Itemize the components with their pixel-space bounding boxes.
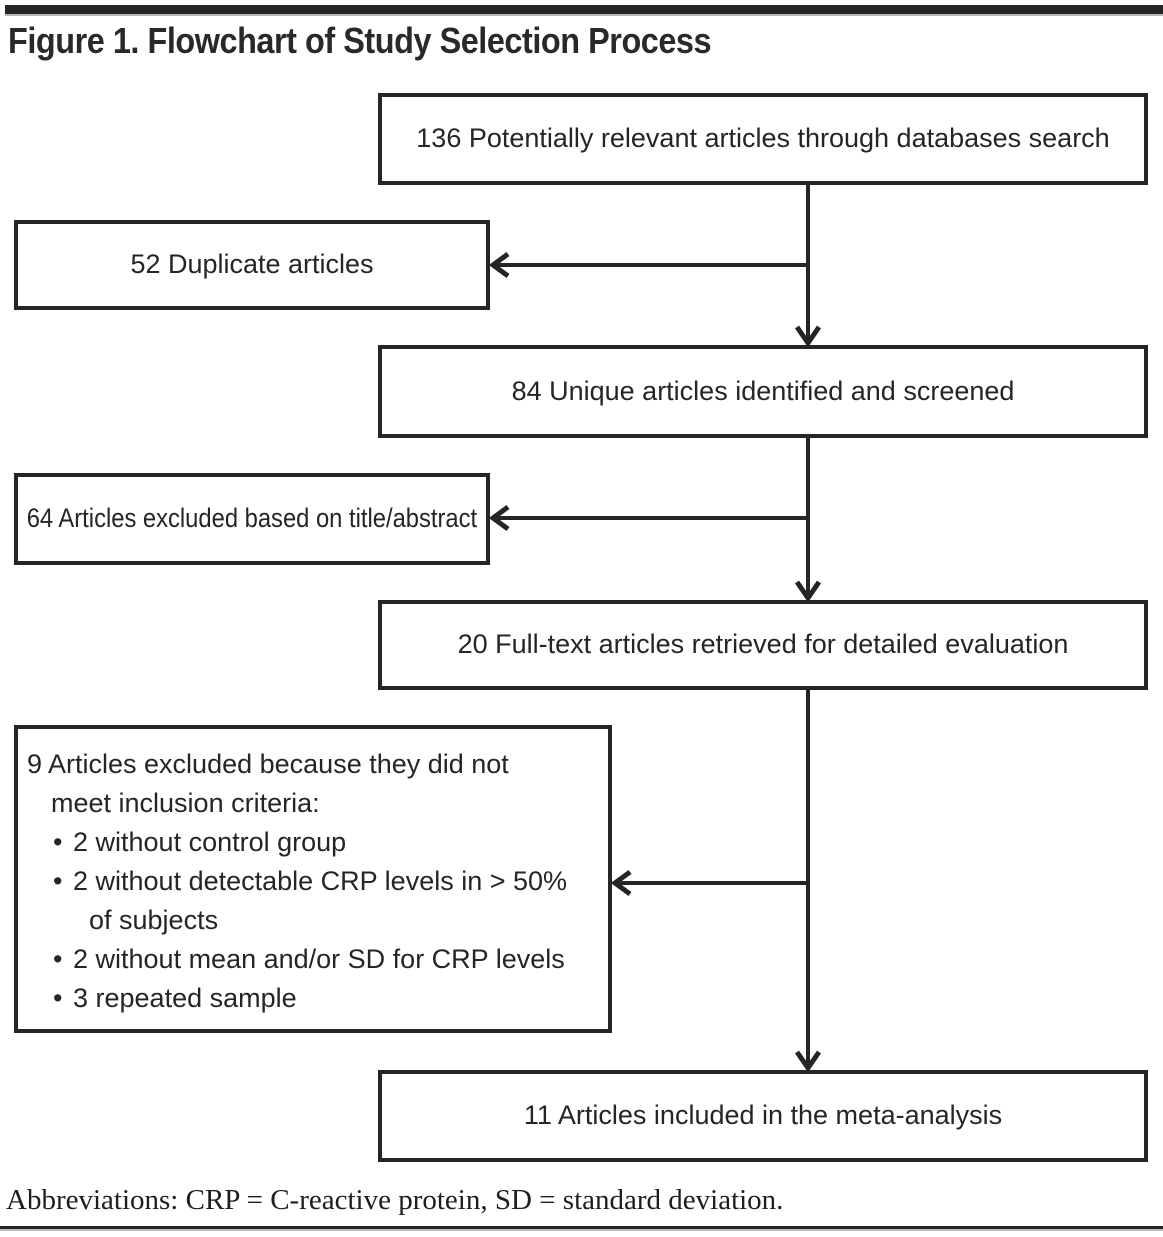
flow-box-screened-label: 84 Unique articles identified and screen…: [511, 375, 1015, 406]
excluded-criteria-heading-line2: meet inclusion criteria:: [51, 788, 320, 818]
flow-box-included: 11 Articles included in the meta-analysi…: [378, 1070, 1148, 1162]
bottom-rule-bar: [0, 1226, 1163, 1229]
bullet-icon: •: [53, 983, 63, 1013]
arrowhead-down-fulltext: [794, 580, 822, 603]
bullet-icon: •: [53, 866, 63, 896]
excluded-criteria-bullet-4: • 3 repeated sample: [27, 979, 600, 1018]
excluded-criteria-bullet-2: • 2 without detectable CRP levels in > 50…: [27, 862, 600, 901]
flow-box-fulltext-label: 20 Full-text articles retrieved for deta…: [457, 629, 1069, 660]
excluded-criteria-bullet-1: • 2 without control group: [27, 823, 600, 862]
flow-box-identified-label: 136 Potentially relevant articles throug…: [416, 123, 1110, 154]
abbreviations-footnote: Abbreviations: CRP = C-reactive protein,…: [6, 1184, 784, 1216]
arrowhead-left-excluded-criteria: [610, 869, 632, 897]
arrowhead-left-excluded-title: [488, 504, 510, 532]
excluded-criteria-bullet-3: • 2 without mean and/or SD for CRP levels: [27, 940, 600, 979]
flow-box-identified: 136 Potentially relevant articles throug…: [378, 93, 1148, 185]
top-rule-bar: [5, 5, 1163, 14]
flow-box-duplicates: 52 Duplicate articles: [14, 220, 490, 310]
arrowhead-down-screened: [794, 325, 822, 348]
excluded-criteria-bullet-2-continuation: of subjects: [89, 905, 219, 935]
flow-box-excluded-criteria: 9 Articles excluded because they did not…: [14, 725, 612, 1033]
arrowhead-left-duplicates: [488, 251, 510, 279]
flow-box-included-label: 11 Articles included in the meta-analysi…: [523, 1100, 1003, 1131]
excluded-criteria-heading-line1: 9 Articles excluded because they did not: [27, 749, 509, 779]
flow-box-screened: 84 Unique articles identified and screen…: [378, 345, 1148, 438]
flow-box-excluded-title-abstract-label: 64 Articles excluded based on title/abst…: [26, 503, 478, 534]
flow-box-duplicates-label: 52 Duplicate articles: [130, 249, 374, 280]
flow-box-excluded-title-abstract: 64 Articles excluded based on title/abst…: [14, 473, 490, 565]
excluded-criteria-bullet-4-text: 3 repeated sample: [73, 983, 297, 1013]
flow-box-fulltext: 20 Full-text articles retrieved for deta…: [378, 600, 1148, 690]
bullet-icon: •: [53, 944, 63, 974]
arrowhead-down-included: [794, 1050, 822, 1073]
figure-title: Figure 1. Flowchart of Study Selection P…: [8, 20, 712, 61]
excluded-criteria-bullet-3-text: 2 without mean and/or SD for CRP levels: [73, 944, 565, 974]
excluded-criteria-bullet-1-text: 2 without control group: [73, 827, 347, 857]
bullet-icon: •: [53, 827, 63, 857]
excluded-criteria-bullet-2-text: 2 without detectable CRP levels in > 50%: [73, 866, 568, 896]
